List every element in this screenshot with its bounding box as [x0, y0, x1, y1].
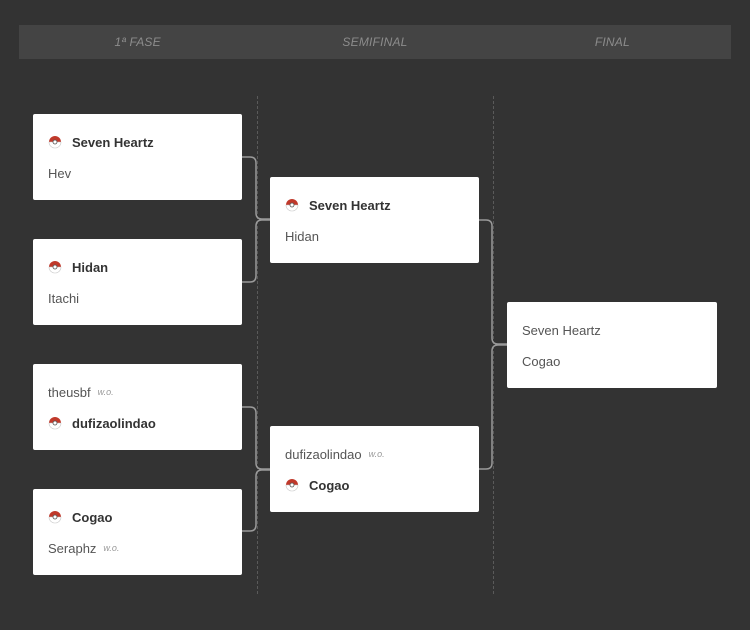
match-player-winner: Seven Heartz: [48, 132, 232, 152]
pokeball-icon: [285, 199, 299, 212]
walkover-tag: w.o.: [368, 449, 385, 459]
match-player: dufizaolindao w.o.: [285, 444, 469, 464]
connector-r1-top: [242, 219, 270, 283]
player-name: Seven Heartz: [72, 134, 154, 150]
match-card-r1-1[interactable]: Seven Heartz Hev: [33, 114, 242, 200]
pokeball-icon: [48, 261, 62, 274]
player-name: Cogao: [72, 509, 113, 525]
round-divider: [257, 96, 258, 594]
pokeball-icon: [285, 479, 299, 492]
match-card-r1-3[interactable]: theusbf w.o. dufizaolindao: [33, 364, 242, 450]
match-card-semifinal-2[interactable]: dufizaolindao w.o. Cogao: [270, 426, 479, 512]
match-card-r1-4[interactable]: Cogao Seraphz w.o.: [33, 489, 242, 575]
connector-semifinal: [479, 344, 507, 470]
player-name: dufizaolindao: [285, 446, 362, 462]
player-name: Cogao: [522, 353, 561, 369]
player-name: theusbf: [48, 384, 91, 400]
round-label-final: FINAL: [594, 35, 630, 49]
round-header: 1ª FASE SEMIFINAL FINAL: [19, 25, 731, 59]
match-player-winner: Hidan: [48, 257, 232, 277]
match-player-winner: Cogao: [285, 475, 469, 495]
player-name: Hev: [48, 165, 72, 181]
match-player: Cogao: [522, 351, 707, 371]
match-player-winner: Seven Heartz: [285, 195, 469, 215]
round-divider: [493, 96, 494, 594]
round-label-semifinal: SEMIFINAL: [342, 35, 408, 49]
round-label-first-phase: 1ª FASE: [114, 35, 161, 49]
connector-r1-bottom: [242, 469, 270, 532]
match-player: theusbf w.o.: [48, 382, 232, 402]
player-name: Seraphz: [48, 540, 97, 556]
player-name: Seven Heartz: [309, 197, 391, 213]
match-player-winner: dufizaolindao: [48, 413, 232, 433]
player-name: Hidan: [72, 259, 109, 275]
connector-r1-bottom: [242, 406, 270, 470]
match-card-r1-2[interactable]: Hidan Itachi: [33, 239, 242, 325]
match-player: Itachi: [48, 288, 232, 308]
player-name: dufizaolindao: [72, 415, 156, 431]
match-player: Hev: [48, 163, 232, 183]
match-player-winner: Cogao: [48, 507, 232, 527]
walkover-tag: w.o.: [103, 543, 120, 553]
connector-r1-top: [242, 156, 270, 220]
match-player: Seraphz w.o.: [48, 538, 232, 558]
match-player: Seven Heartz: [522, 320, 707, 340]
connector-semifinal: [479, 219, 507, 345]
player-name: Itachi: [48, 290, 80, 306]
pokeball-icon: [48, 511, 62, 524]
pokeball-icon: [48, 417, 62, 430]
match-card-final[interactable]: Seven Heartz Cogao: [507, 302, 717, 388]
player-name: Hidan: [285, 228, 319, 244]
player-name: Seven Heartz: [522, 322, 601, 338]
match-player: Hidan: [285, 226, 469, 246]
walkover-tag: w.o.: [97, 387, 114, 397]
player-name: Cogao: [309, 477, 350, 493]
pokeball-icon: [48, 136, 62, 149]
match-card-semifinal-1[interactable]: Seven Heartz Hidan: [270, 177, 479, 263]
